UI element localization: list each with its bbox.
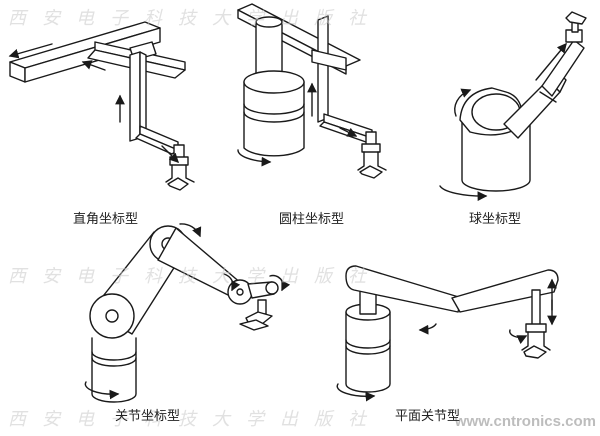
label-scara: 平面关节型 [395, 409, 461, 424]
label-cartesian: 直角坐标型 [73, 212, 139, 227]
cartesian-robot [8, 22, 194, 190]
label-articulated: 关节坐标型 [115, 409, 181, 424]
label-cylindrical: 圆柱坐标型 [279, 212, 345, 227]
watermark-text-top: 西安电子科技大学出版社 [8, 8, 382, 29]
watermark-text-bottom: 西安电子科技大学出版社 [8, 409, 382, 430]
cylindrical-robot [238, 4, 386, 178]
label-spherical: 球坐标型 [469, 212, 522, 227]
articulated-robot [85, 224, 291, 402]
scara-robot [337, 266, 558, 402]
watermark-url: www.cntronics.com [454, 413, 596, 430]
watermark-text-middle: 西安电子科技大学出版社 [8, 266, 382, 287]
spherical-robot [440, 12, 586, 202]
